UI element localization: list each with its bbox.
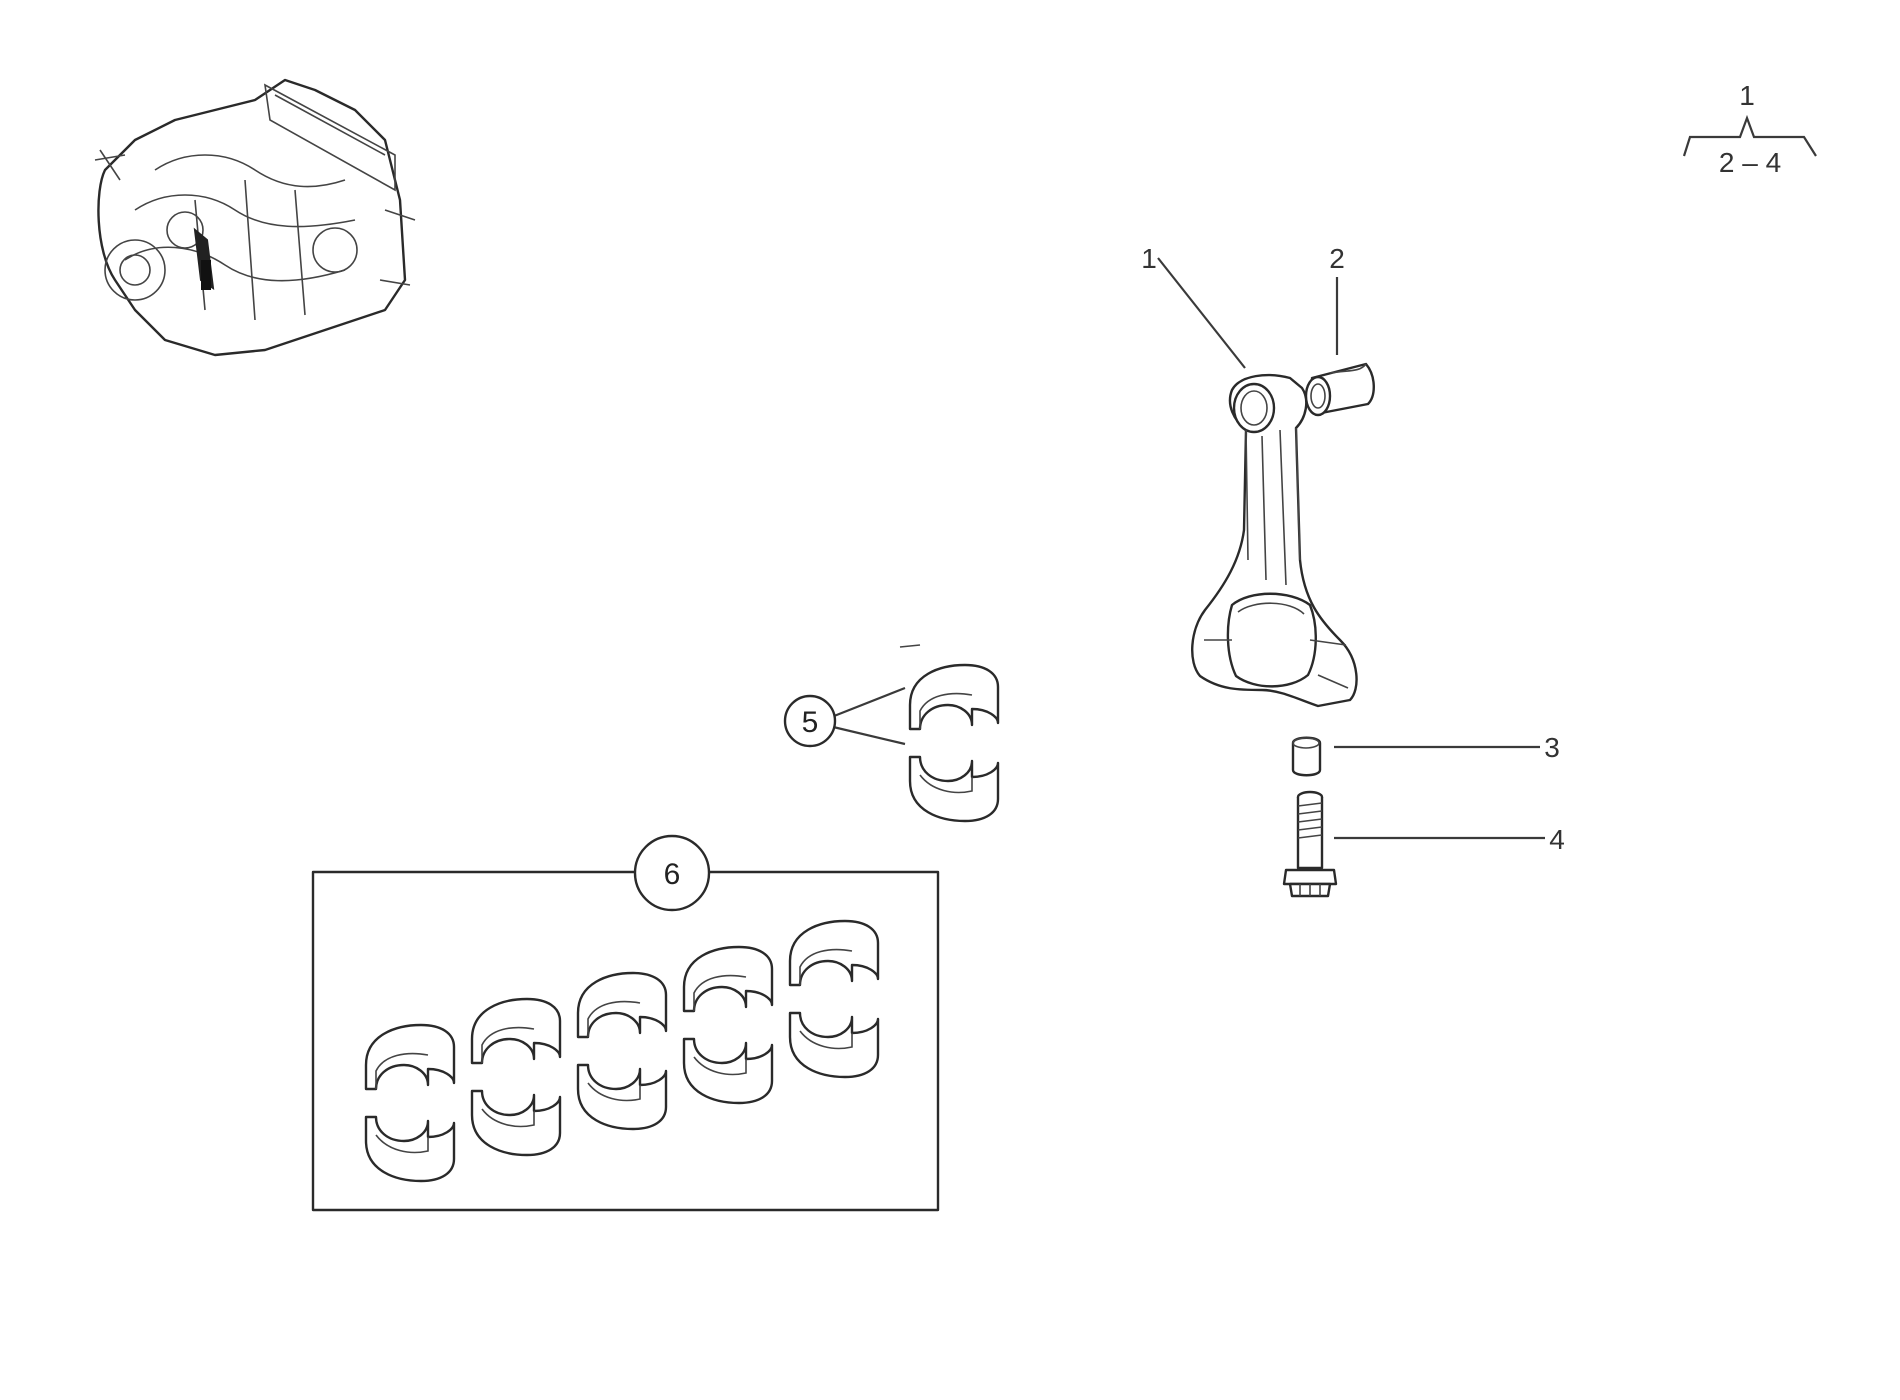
engine-overview-icon [94,78,416,357]
leader-line-1 [1157,257,1246,369]
callout-5: 5 [802,706,819,739]
bearing-shell-icon [908,663,1000,823]
sketch-mark [899,644,921,648]
callout-1: 1 [1141,243,1157,274]
callout-3: 3 [1544,732,1560,763]
assembly-note-top: 1 [1739,80,1755,111]
assembly-brace [1682,114,1817,157]
assembly-note: 1 2 – 4 [1682,80,1817,178]
assembly-note-bottom: 2 – 4 [1719,147,1781,178]
rod-bolt-icon [1282,790,1338,898]
leader-lines-5 [828,686,906,746]
callout-2: 2 [1329,243,1345,274]
dowel-sleeve-icon [1291,736,1322,777]
bushing-icon [1304,362,1375,417]
callout-5-circle [783,694,837,748]
callout-6: 6 [664,858,681,891]
callout-4: 4 [1549,824,1565,855]
connecting-rod-icon [1191,373,1358,708]
callout-6-circle [633,834,711,912]
